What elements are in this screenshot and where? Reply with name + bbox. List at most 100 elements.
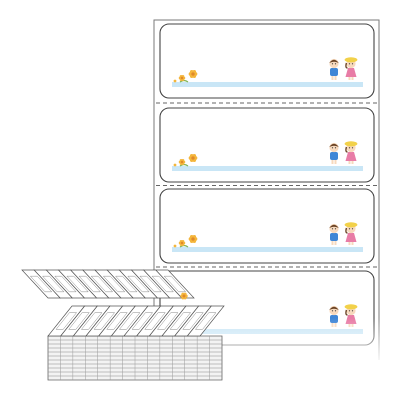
children-icon bbox=[329, 141, 358, 164]
eye bbox=[348, 310, 351, 312]
boy-icon bbox=[329, 58, 339, 80]
stack-label-inner bbox=[78, 275, 102, 293]
name-bar bbox=[172, 247, 363, 252]
flower-center bbox=[182, 294, 186, 298]
eye bbox=[351, 63, 354, 65]
hair bbox=[345, 62, 348, 69]
hair bbox=[329, 306, 339, 310]
flower-icon bbox=[178, 158, 186, 166]
hat bbox=[344, 141, 358, 147]
dress bbox=[345, 68, 357, 77]
stack-label-inner bbox=[68, 312, 90, 330]
stack-lower-fold bbox=[47, 305, 225, 337]
eye bbox=[331, 228, 334, 230]
hair bbox=[345, 309, 348, 316]
eye bbox=[331, 63, 334, 65]
flower-center bbox=[191, 72, 195, 76]
leg bbox=[331, 159, 334, 164]
leg bbox=[331, 240, 334, 245]
stack-label-inner bbox=[41, 275, 65, 293]
stack-label-inner bbox=[93, 312, 116, 330]
girl-icon bbox=[344, 141, 358, 164]
eye bbox=[334, 147, 337, 149]
stack-label-inner bbox=[29, 275, 53, 293]
leg bbox=[351, 75, 354, 80]
small-flower bbox=[173, 244, 177, 248]
stack-label-inner bbox=[106, 312, 128, 330]
eye bbox=[348, 228, 351, 230]
shirt bbox=[330, 152, 338, 160]
hair bbox=[329, 224, 339, 228]
hat bbox=[344, 57, 358, 63]
dress bbox=[345, 233, 357, 242]
stack-label-inner bbox=[127, 275, 150, 293]
stack-label-inner bbox=[139, 275, 162, 293]
stack-label-inner bbox=[163, 275, 187, 293]
eye bbox=[351, 147, 354, 149]
girl-icon bbox=[344, 222, 358, 245]
flower-icon bbox=[178, 74, 186, 82]
label-item bbox=[159, 188, 375, 264]
eye bbox=[348, 147, 351, 149]
stack-label-inner bbox=[169, 312, 192, 330]
flowers-group bbox=[173, 153, 198, 167]
stack-label-inner bbox=[54, 275, 77, 293]
flower-center bbox=[180, 76, 184, 80]
hat bbox=[344, 222, 358, 228]
leg bbox=[351, 159, 354, 164]
stack-label-inner bbox=[182, 312, 204, 330]
leg bbox=[334, 159, 337, 164]
stack-label-inner bbox=[156, 312, 179, 330]
stack-label-inner bbox=[80, 312, 103, 330]
eye bbox=[334, 63, 337, 65]
small-flower bbox=[173, 79, 177, 83]
flower-center bbox=[191, 237, 195, 241]
girl-icon bbox=[344, 57, 358, 80]
flower-center bbox=[180, 241, 184, 245]
eye bbox=[331, 310, 334, 312]
eye bbox=[334, 310, 337, 312]
boy-icon bbox=[329, 223, 339, 245]
stack-label-inner bbox=[102, 275, 126, 293]
fanfold-stack-icon bbox=[21, 269, 225, 381]
children-icon bbox=[329, 57, 358, 80]
leg bbox=[334, 240, 337, 245]
label-item bbox=[159, 107, 375, 183]
flower-icon bbox=[188, 153, 198, 163]
stack-label-inner bbox=[55, 312, 78, 330]
leg bbox=[351, 240, 354, 245]
flowers-group bbox=[173, 69, 198, 83]
stack-label-inner bbox=[144, 312, 166, 330]
stack-label-inner bbox=[114, 275, 138, 293]
small-flower bbox=[173, 163, 177, 167]
leg bbox=[348, 75, 351, 80]
shirt bbox=[330, 233, 338, 241]
name-bar bbox=[172, 166, 363, 171]
label-border bbox=[159, 107, 375, 183]
flower-center bbox=[191, 156, 195, 160]
stack-label-cell bbox=[186, 305, 225, 337]
hair bbox=[329, 59, 339, 63]
name-bar bbox=[172, 82, 363, 87]
boy-icon bbox=[329, 142, 339, 164]
hat bbox=[344, 304, 358, 310]
leg bbox=[348, 240, 351, 245]
flower-center bbox=[180, 160, 184, 164]
flower-icon bbox=[188, 69, 198, 79]
label-border bbox=[159, 23, 375, 99]
eye bbox=[334, 228, 337, 230]
flowers-group bbox=[173, 234, 198, 248]
hair bbox=[345, 146, 348, 153]
eye bbox=[351, 310, 354, 312]
stack-label-inner bbox=[194, 312, 217, 330]
flower-icon bbox=[178, 239, 186, 247]
hair bbox=[329, 143, 339, 147]
leg bbox=[348, 159, 351, 164]
stack-upper-fold bbox=[21, 269, 195, 299]
leg bbox=[331, 75, 334, 80]
children-icon bbox=[329, 222, 358, 245]
flower-icon bbox=[188, 234, 198, 244]
stack-label-cell bbox=[155, 269, 195, 299]
